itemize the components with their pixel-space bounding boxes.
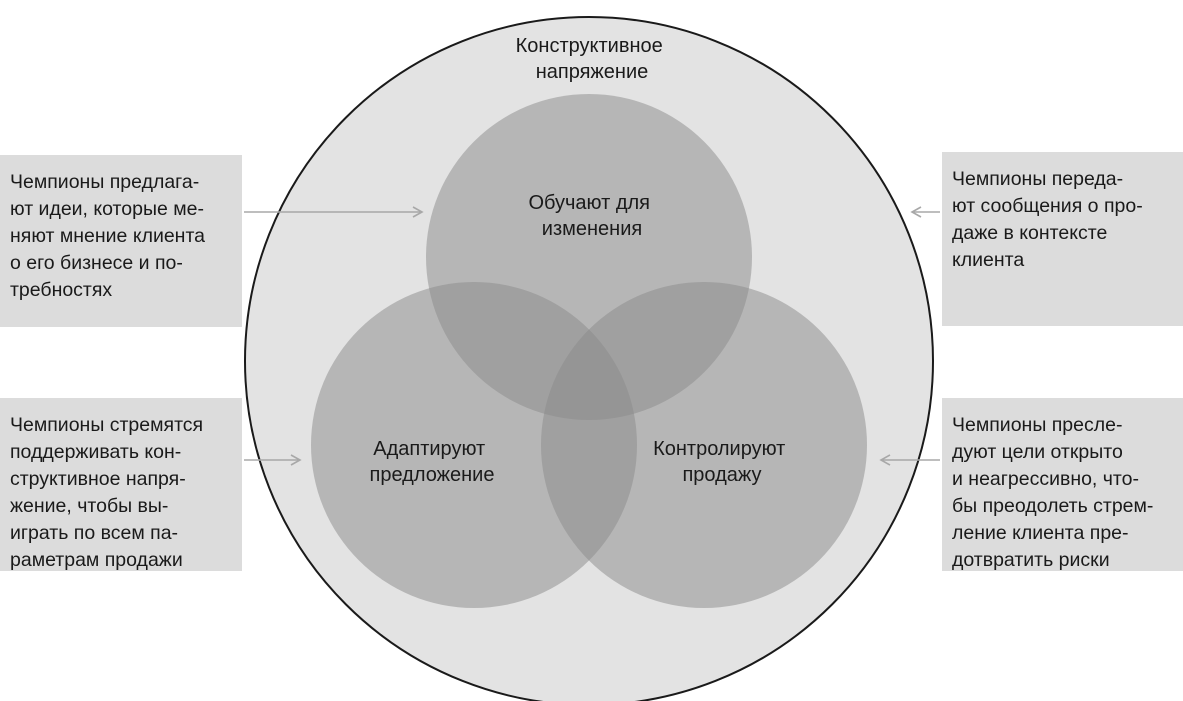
circle-teach-label: Обучают для изменения [528,192,655,240]
box-line: поддерживать кон- [10,441,182,463]
box-tension-description: Чемпионы стремятся поддерживать кон- стр… [0,398,242,571]
box-line: раметрам продажи [10,549,183,571]
circle-take-control-label: Контролируют продажу [653,438,791,486]
box-line: ют сообщения о про- [952,195,1143,217]
box-line: Чемпионы предлага- [10,171,200,193]
tailor-label-line-2: предложение [370,464,495,486]
circle-take-control [541,282,867,608]
box-line: даже в контексте [952,222,1108,244]
box-line: и неагрессивно, что- [952,468,1139,490]
box-line: играть по всем па- [10,522,179,544]
box-line: Чемпионы стремятся [10,414,204,436]
box-line: клиента [952,249,1025,271]
box-line: о его бизнесе и по- [10,252,183,274]
box-line: Чемпионы пресле- [952,414,1123,436]
box-line: няют мнение клиента [10,225,206,247]
circle-tailor [311,282,637,608]
circle-tailor-label: Адаптируют предложение [370,438,495,486]
box-line: дотвратить риски [952,549,1110,571]
box-line: требностях [10,279,113,301]
box-teach-description: Чемпионы предлага- ют идеи, которые ме- … [0,155,242,327]
box-line: структивное напря- [10,468,186,490]
box-line: дуют цели открыто [952,441,1123,463]
outer-label-line-1: Конструктивное [516,35,663,57]
box-line: Чемпионы переда- [952,168,1124,190]
box-line: ют идеи, которые ме- [10,198,204,220]
outer-circle-label: Конструктивное напряжение [516,35,669,83]
box-line: жение, чтобы вы- [10,495,169,517]
box-tailor-description: Чемпионы переда- ют сообщения о про- даж… [942,152,1183,326]
teach-label-line-2: изменения [542,218,642,240]
outer-label-line-2: напряжение [536,61,649,83]
take-control-label-line-2: продажу [682,464,761,486]
tailor-label-line-1: Адаптируют [373,438,485,460]
box-control-description: Чемпионы пресле- дуют цели открыто и неа… [942,398,1183,571]
take-control-label-line-1: Контролируют [653,438,785,460]
box-line: бы преодолеть стрем- [952,495,1154,517]
box-line: ление клиента пре- [952,522,1129,544]
teach-label-line-1: Обучают для [528,192,650,214]
